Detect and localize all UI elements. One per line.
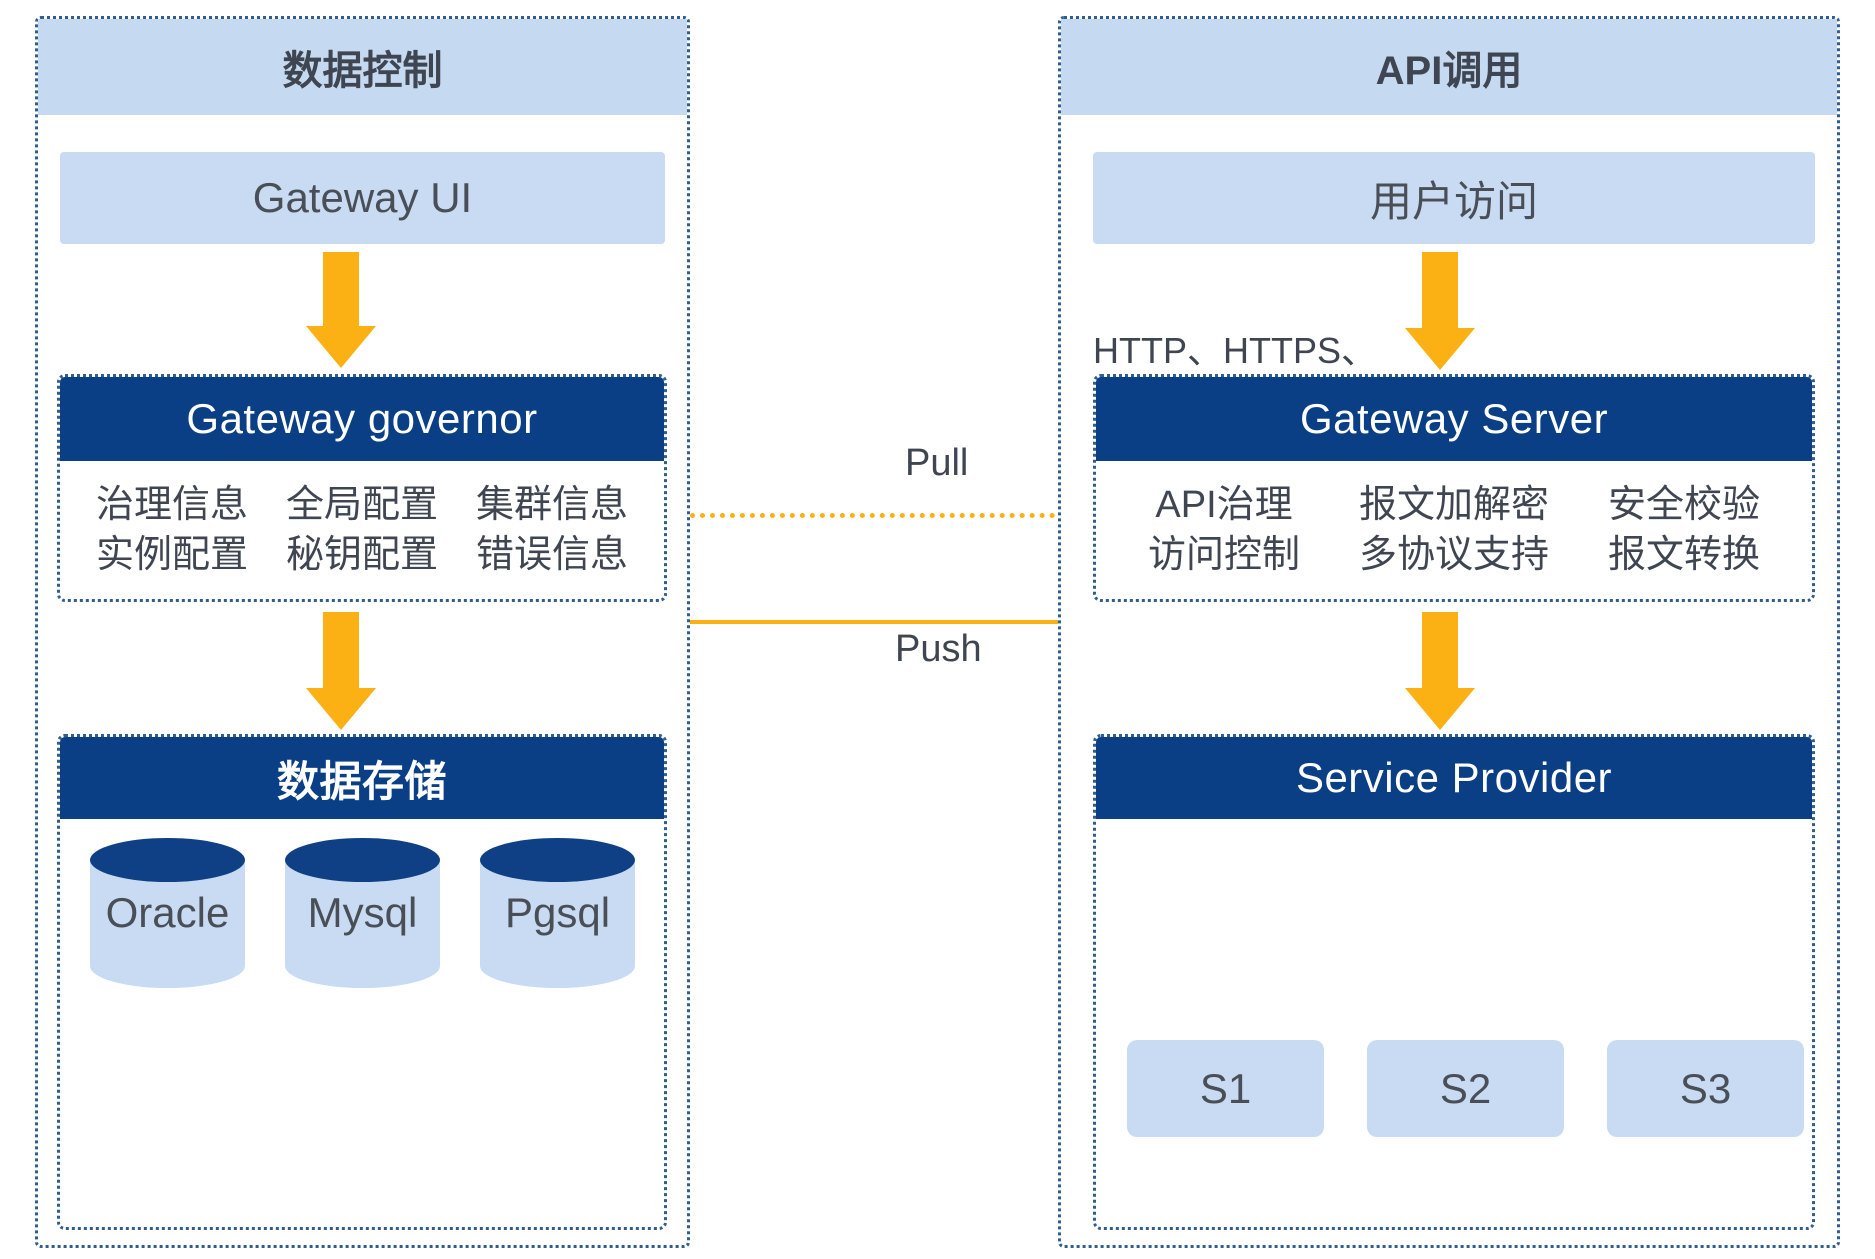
service-provider-box[interactable]: Service Provider [1093,734,1815,1230]
governor-feature-row-2: 实例配置 秘钥配置 错误信息 [77,532,647,578]
arrow-user-to-server [1405,252,1475,370]
gateway-governor-caption: Gateway governor [60,377,664,461]
gateway-server-box[interactable]: Gateway Server API治理 报文加解密 安全校验 访问控制 多协议… [1093,374,1815,602]
arrow-server-to-provider [1405,612,1475,730]
server-feature: 访问控制 [1147,534,1300,576]
database-label: Oracle [105,889,230,936]
cylinder-bottom [480,944,635,988]
push-label: Push [895,628,982,670]
service-provider-caption: Service Provider [1096,737,1812,819]
cylinder-bottom [90,944,245,988]
panel-title-api-call: API调用 [1061,19,1837,115]
cylinder-top [480,838,635,882]
cylinder-top [285,838,440,882]
server-feature: 报文转换 [1607,534,1760,576]
server-feature-row-1: API治理 报文加解密 安全校验 [1109,482,1799,528]
pull-connector-line [690,513,1085,518]
governor-feature: 治理信息 [95,483,248,526]
server-feature: API治理 [1155,483,1293,526]
cylinder-top [90,838,245,882]
arrow-governor-to-storage [306,612,376,730]
pull-label: Pull [905,442,969,484]
database-label: Mysql [307,889,418,936]
gateway-ui-box[interactable]: Gateway UI [60,152,665,244]
database-cylinder-mysql[interactable]: Mysql [285,838,440,988]
server-feature-row-2: 访问控制 多协议支持 报文转换 [1109,532,1799,578]
governor-feature-row-1: 治理信息 全局配置 集群信息 [77,482,647,528]
service-box-s2[interactable]: S2 [1367,1040,1564,1137]
service-box-s3[interactable]: S3 [1607,1040,1804,1137]
database-cylinder-oracle[interactable]: Oracle [90,838,245,988]
data-storage-caption: 数据存储 [60,737,664,819]
database-label: Pgsql [504,889,611,936]
server-feature: 安全校验 [1607,483,1760,526]
governor-feature: 错误信息 [475,534,628,576]
server-feature: 多协议支持 [1358,534,1549,576]
gateway-server-caption: Gateway Server [1096,377,1812,461]
protocol-line-1: HTTP、HTTPS、 [1093,330,1377,371]
governor-feature: 实例配置 [95,534,248,576]
governor-feature: 全局配置 [285,483,438,526]
governor-feature: 集群信息 [475,483,628,526]
push-connector-line [690,620,1065,624]
user-access-box[interactable]: 用户访问 [1093,152,1815,244]
panel-title-data-control: 数据控制 [38,19,687,115]
service-box-s1[interactable]: S1 [1127,1040,1324,1137]
server-feature: 报文加解密 [1358,483,1549,526]
database-cylinder-pgsql[interactable]: Pgsql [480,838,635,988]
cylinder-bottom [285,944,440,988]
gateway-governor-box[interactable]: Gateway governor 治理信息 全局配置 集群信息 实例配置 秘钥配… [57,374,667,602]
arrow-ui-to-governor [306,252,376,368]
governor-feature: 秘钥配置 [285,534,438,576]
